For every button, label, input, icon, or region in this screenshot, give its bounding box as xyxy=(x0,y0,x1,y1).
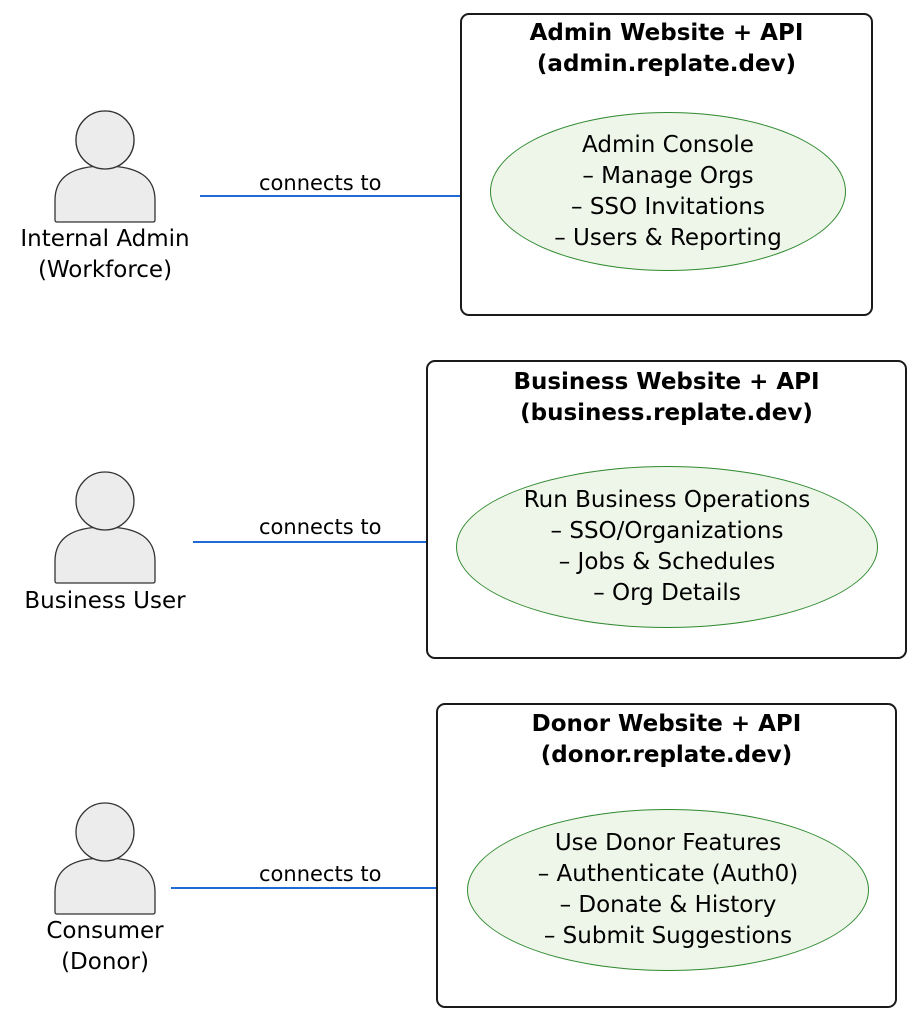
connector-label: connects to xyxy=(259,862,382,886)
actor-label-line: Business User xyxy=(24,588,186,614)
system-title-line: Donor Website + API xyxy=(531,711,802,737)
usecase-line: – Donate & History xyxy=(559,892,777,918)
actor-business-user xyxy=(53,469,157,585)
person-icon xyxy=(54,802,156,915)
system-boundary-donor: Donor Website + API (donor.replate.dev) … xyxy=(436,703,897,1008)
usecase-line: – Users & Reporting xyxy=(554,224,782,251)
system-title-line: (business.replate.dev) xyxy=(520,400,813,426)
person-icon xyxy=(54,110,156,223)
actor-label-line: Consumer xyxy=(46,918,164,944)
usecase-line: – SSO Invitations xyxy=(571,193,765,220)
usecase-line: – Submit Suggestions xyxy=(543,923,793,949)
system-title-line: (admin.replate.dev) xyxy=(536,51,797,77)
connector-label: connects to xyxy=(259,515,382,539)
system-title: Admin Website + API (admin.replate.dev) xyxy=(462,18,871,80)
usecase-line: – Manage Orgs xyxy=(582,162,754,189)
usecase-line: Run Business Operations xyxy=(523,487,811,513)
system-title: Business Website + API (business.replate… xyxy=(428,367,905,429)
actor-internal-admin xyxy=(53,108,157,224)
actor-label-line: Internal Admin xyxy=(20,226,190,252)
usecase-admin-console: Admin Console – Manage Orgs – SSO Invita… xyxy=(490,112,846,271)
usecase-line: – SSO/Organizations xyxy=(550,518,784,544)
connector-label: connects to xyxy=(259,171,382,195)
system-title-line: Business Website + API xyxy=(513,369,820,395)
actor-label: Internal Admin (Workforce) xyxy=(0,224,210,286)
actor-label: Business User xyxy=(0,586,210,617)
usecase-line: – Authenticate (Auth0) xyxy=(537,861,799,887)
usecase-line: Admin Console xyxy=(582,131,754,158)
usecase-use-donor-features: Use Donor Features – Authenticate (Auth0… xyxy=(467,809,869,971)
usecase-line: – Jobs & Schedules xyxy=(558,549,776,575)
actor-label-line: (Donor) xyxy=(61,949,149,975)
actor-label-line: (Workforce) xyxy=(37,257,173,283)
usecase-line: Use Donor Features xyxy=(554,830,782,856)
system-title: Donor Website + API (donor.replate.dev) xyxy=(438,709,895,771)
person-icon xyxy=(54,471,156,584)
system-title-line: Admin Website + API xyxy=(529,20,804,46)
usecase-line: – Org Details xyxy=(593,580,741,606)
actor-label: Consumer (Donor) xyxy=(0,916,210,978)
system-boundary-business: Business Website + API (business.replate… xyxy=(426,360,907,659)
system-title-line: (donor.replate.dev) xyxy=(540,742,793,768)
usecase-run-business-operations: Run Business Operations – SSO/Organizati… xyxy=(456,466,878,628)
actor-consumer-donor xyxy=(53,800,157,916)
system-boundary-admin: Admin Website + API (admin.replate.dev) … xyxy=(460,13,873,316)
